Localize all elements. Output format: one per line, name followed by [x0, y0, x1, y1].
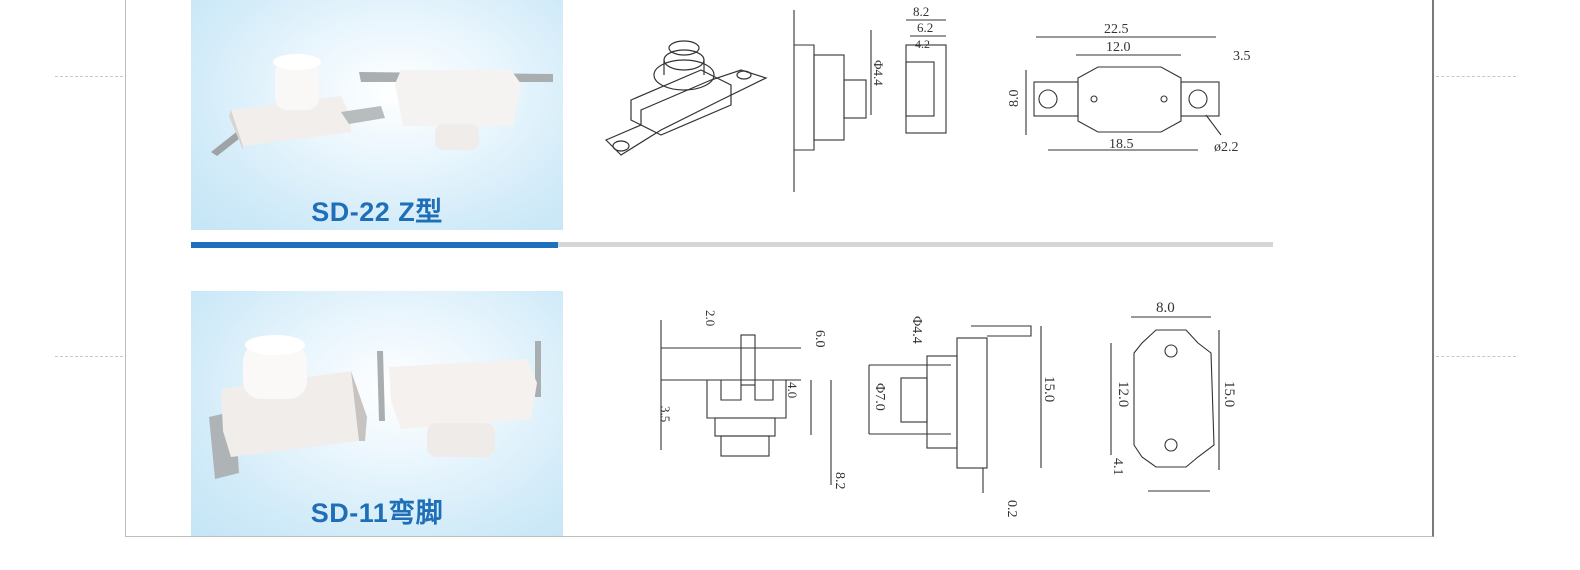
dim-8-2: 8.2 — [913, 4, 929, 19]
dim-6-2: 6.2 — [917, 20, 933, 35]
dim-8-0: 8.0 — [1007, 90, 1022, 108]
switch-photo-illustration — [209, 335, 541, 479]
product-label: SD-11弯脚 — [310, 498, 444, 528]
dim-22-5: 22.5 — [1104, 22, 1129, 37]
dim-2-0: 2.0 — [703, 310, 718, 326]
dim-phi-7-0: Φ7.0 — [872, 383, 887, 411]
top-view-drawing-sd22: 22.5 12.0 3.5 8.0 18.5 ø2.2 — [1007, 22, 1251, 155]
section-divider — [191, 242, 1273, 247]
dim-18-5: 18.5 — [1109, 137, 1134, 152]
dim-0-2: 0.2 — [1004, 500, 1019, 518]
top-view-drawing-sd11: 8.0 12.0 15.0 4.1 — [1110, 300, 1237, 492]
dim-4-2: 4.2 — [915, 37, 930, 51]
side-view-drawing-sd11: Φ4.4 Φ7.0 15.0 0.2 — [868, 316, 1057, 518]
dim-12-0: 12.0 — [1106, 40, 1131, 55]
product-photo-sd11: SD-11弯脚 — [191, 291, 563, 536]
dim-12-0: 12.0 — [1115, 381, 1131, 407]
guide-line-right-bottom — [1436, 356, 1516, 357]
side-view-drawing-sd22: Φ4.4 8.2 6.2 4.2 — [793, 4, 947, 192]
dim-4-0: 4.0 — [785, 382, 800, 398]
dim-15-0: 15.0 — [1221, 381, 1237, 407]
product-label: SD-22 Z型 — [311, 197, 443, 227]
dim-6-0: 6.0 — [812, 330, 827, 348]
section-divider-accent — [191, 242, 558, 248]
guide-line-right-top — [1436, 76, 1516, 77]
dim-3-5: 3.5 — [1233, 49, 1251, 64]
dim-phi-4-4: Φ4.4 — [909, 316, 924, 344]
iso-view-drawing-sd22 — [604, 40, 768, 156]
switch-photo-illustration — [211, 54, 553, 156]
guide-line-left-bottom — [55, 356, 123, 357]
dim-8-2: 8.2 — [832, 472, 847, 490]
dim-4-1: 4.1 — [1110, 458, 1125, 476]
guide-line-left-top — [55, 76, 123, 77]
dim-8-0: 8.0 — [1156, 300, 1175, 316]
dim-phi: Φ4.4 — [871, 60, 886, 86]
catalog-page: SD-22 Z型 Φ4.4 8.2 6.2 — [125, 0, 1434, 537]
dim-15-0: 15.0 — [1041, 376, 1057, 402]
front-view-drawing-sd11: 2.0 6.0 4.0 3.5 8.2 — [658, 310, 847, 490]
dim-3-5: 3.5 — [658, 406, 673, 422]
product-photo-sd22: SD-22 Z型 — [191, 0, 563, 230]
dim-hole: ø2.2 — [1214, 140, 1239, 155]
